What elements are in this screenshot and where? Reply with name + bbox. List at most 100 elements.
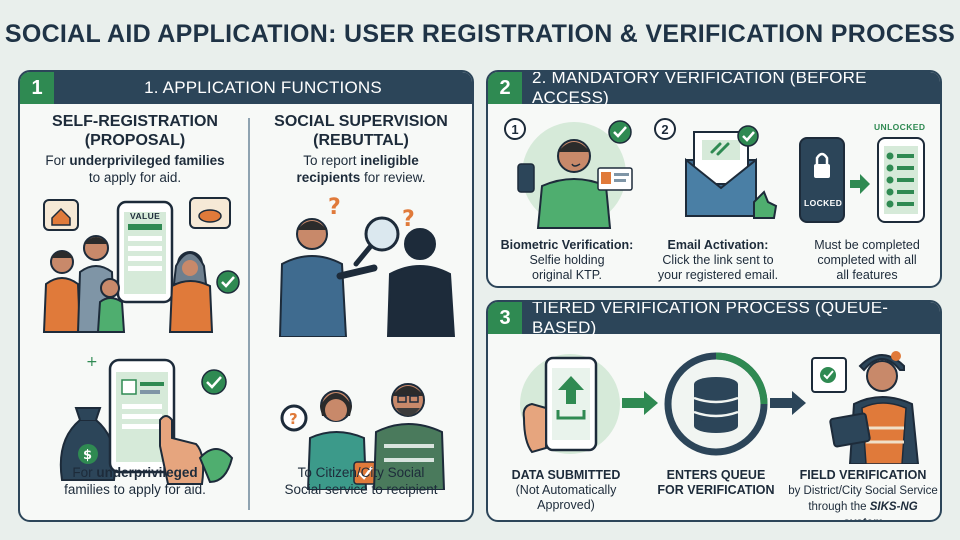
- caption-title: ENTERS QUEUE: [666, 468, 766, 482]
- officer-figure: [372, 423, 446, 490]
- tablet-icon: [829, 412, 871, 448]
- desc-text: Social service to recipient: [284, 482, 438, 497]
- link-icon: [710, 142, 730, 156]
- caption-text: Click the link sent to: [662, 253, 774, 267]
- social-supervision-title-line1: SOCIAL SUPERVISION: [274, 113, 448, 130]
- panel-title: TIERED VERIFICATION PROCESS (QUEUE-BASED…: [532, 300, 889, 337]
- data-submitted-caption: DATA SUBMITTED (Not Automatically Approv…: [492, 468, 640, 513]
- caption-text: Must be completed: [814, 238, 920, 252]
- panel-tiered-verification: 3 TIERED VERIFICATION PROCESS (QUEUE-BAS…: [486, 300, 942, 522]
- step-badge: 2: [654, 118, 676, 140]
- arrow-right-icon: [622, 391, 658, 415]
- panel-number: 3: [488, 302, 522, 334]
- desc-text: To Citizen/City Social: [297, 465, 425, 480]
- email-activation-illustration: [685, 125, 778, 219]
- biometric-caption: Biometric Verification: Selfie holding o…: [492, 238, 642, 283]
- step-badge: 1: [504, 118, 526, 140]
- caption-emphasis: SIKS-NG system: [843, 501, 918, 520]
- caption-text: (Not Automatically: [515, 483, 617, 497]
- caption-text: your registered email.: [657, 268, 779, 282]
- selfie-ktp-illustration: [517, 120, 633, 229]
- social-supervision-title-line2: (REBUTTAL): [313, 132, 409, 149]
- social-supervision-title: SOCIAL SUPERVISION (REBUTTAL): [250, 112, 472, 150]
- queue-database-illustration: [664, 352, 768, 456]
- hand-icon: [522, 402, 547, 454]
- caption-title: DATA SUBMITTED: [511, 468, 621, 482]
- caption-text: original KTP.: [532, 268, 602, 282]
- column-divider: [248, 118, 250, 510]
- citizen-figure: [306, 431, 368, 490]
- check-icon: [201, 369, 227, 395]
- citizen-officer-illustration: ?: [280, 383, 446, 490]
- caption-text: all features: [836, 268, 898, 282]
- desc-text: for review.: [360, 170, 426, 185]
- panel-header: 2 2. MANDATORY VERIFICATION (BEFORE ACCE…: [488, 70, 940, 107]
- locked-label: LOCKED: [804, 198, 843, 208]
- unlocked-label: UNLOCKED: [874, 122, 926, 132]
- caption-text: by District/City Social Service: [788, 485, 938, 497]
- caption-text: completed with all: [817, 253, 917, 267]
- desc-text: For: [45, 153, 70, 168]
- self-registration-title-line1: SELF-REGISTRATION: [52, 113, 218, 130]
- field-officer-illustration: [811, 351, 920, 464]
- desc-bold: ineligible: [360, 153, 419, 168]
- field-verification-caption: FIELD VERIFICATION by District/City Soci…: [788, 468, 938, 520]
- data-submitted-illustration: [520, 354, 620, 454]
- desc-text: To report: [303, 153, 361, 168]
- self-registration-title: SELF-REGISTRATION (PROPOSAL): [24, 112, 246, 150]
- question-mark-icon: ?: [328, 195, 341, 220]
- vegetables-icon: [198, 448, 234, 484]
- desc-bold: underprivileged families: [69, 153, 225, 168]
- panel-number: 2: [488, 72, 522, 104]
- self-registration-description: For underprivileged families to apply fo…: [24, 152, 246, 186]
- check-icon: [737, 125, 759, 147]
- lock-unlock-illustration: [799, 137, 925, 223]
- desc-bold: underprivileged: [96, 465, 198, 480]
- investigator-figure: [278, 255, 348, 337]
- queue-caption: ENTERS QUEUE FOR VERIFICATION: [644, 468, 788, 498]
- self-registration-title-line2: (PROPOSAL): [84, 132, 186, 149]
- desc-text: families to apply for aid.: [64, 482, 206, 497]
- hand-icon: [159, 415, 205, 485]
- social-supervision-description: To report ineligible recipients for revi…: [250, 152, 472, 186]
- svg-text:?: ?: [289, 410, 298, 428]
- thumbs-up-icon: [753, 190, 778, 219]
- magnifier-icon: [280, 404, 308, 432]
- child-figure: [96, 297, 126, 333]
- caption-title: Email Activation:: [667, 238, 769, 252]
- lock-icon: [814, 164, 830, 178]
- mother-figure: [42, 277, 82, 333]
- caption-title: FIELD VERIFICATION: [799, 468, 927, 482]
- email-caption: Email Activation: Click the link sent to…: [646, 238, 790, 283]
- panel-header: 3 TIERED VERIFICATION PROCESS (QUEUE-BAS…: [488, 300, 940, 337]
- money-bag-phone-illustration: + $: [59, 354, 234, 485]
- caption-text: through the: [808, 501, 870, 513]
- desc-text: to apply for aid.: [88, 170, 182, 185]
- panel-number: 1: [20, 72, 54, 104]
- house-icon: [51, 207, 71, 226]
- panel-application-functions: 1 1. APPLICATION FUNCTIONS SELF-REGISTRA…: [18, 70, 474, 522]
- avatar: [121, 379, 137, 395]
- caption-text: Approved): [537, 498, 595, 512]
- caption-title: FOR VERIFICATION: [657, 483, 775, 497]
- panel-mandatory-verification: 2 2. MANDATORY VERIFICATION (BEFORE ACCE…: [486, 70, 942, 288]
- anonymous-figure: [386, 265, 456, 337]
- arrow-right-icon: [850, 174, 870, 194]
- social-supervision-bottom-text: To Citizen/City Social Social service to…: [250, 464, 472, 498]
- phone-screen-label: VALUE: [130, 211, 161, 221]
- desc-bold: recipients: [296, 170, 361, 185]
- family-phone-illustration: [42, 197, 240, 333]
- self-registration-bottom-text: For underprivileged families to apply fo…: [24, 464, 246, 498]
- access-caption: Must be completed completed with all all…: [794, 238, 940, 283]
- svg-text:+: +: [86, 354, 98, 370]
- panel-header: 1 1. APPLICATION FUNCTIONS: [20, 72, 472, 104]
- locked-phone-icon: [799, 137, 845, 223]
- question-mark-icon: ?: [402, 207, 415, 232]
- upload-icon: [558, 376, 584, 404]
- caption-text: Selfie holding: [529, 253, 605, 267]
- page-title: SOCIAL AID APPLICATION: USER REGISTRATIO…: [4, 20, 956, 48]
- svg-text:$: $: [83, 448, 92, 463]
- caption-title: Biometric Verification:: [500, 238, 634, 252]
- panel-title: 2. MANDATORY VERIFICATION (BEFORE ACCESS…: [532, 70, 867, 107]
- food-icon: [198, 209, 222, 223]
